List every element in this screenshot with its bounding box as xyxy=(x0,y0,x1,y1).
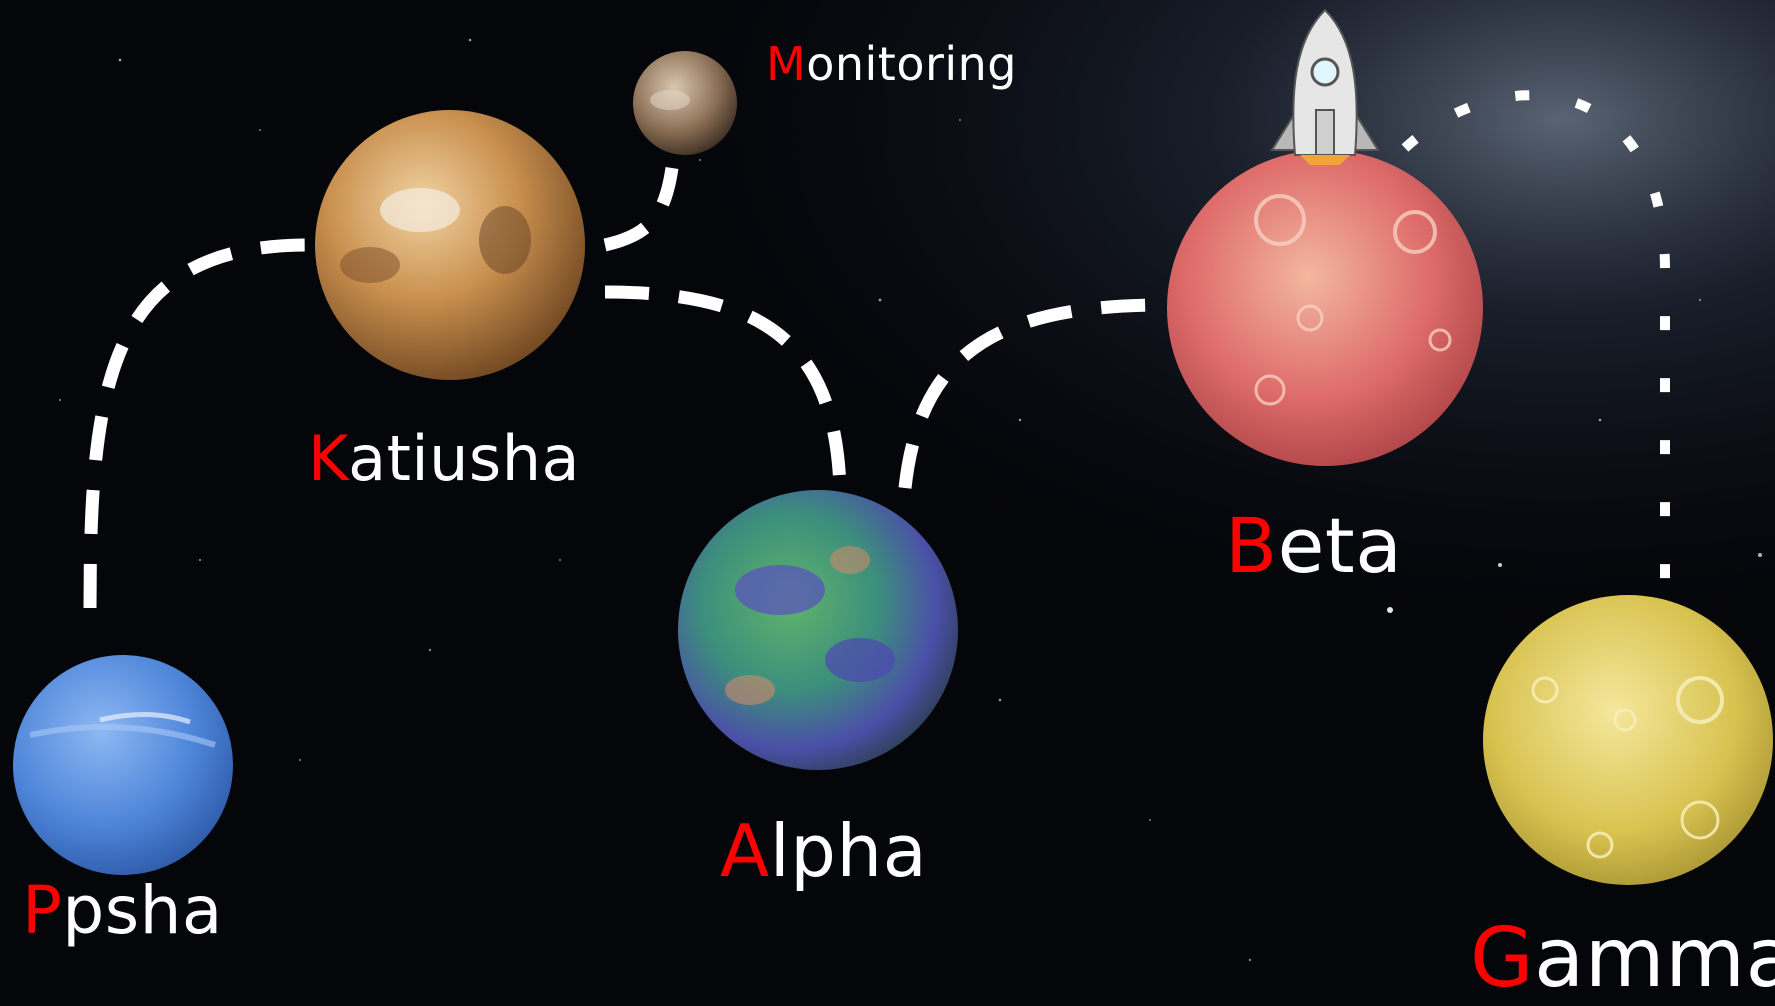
label-gamma: Gamma xyxy=(1470,918,1775,1000)
label-ppsha: Ppsha xyxy=(22,878,223,944)
label-alpha-rest: lpha xyxy=(770,809,927,893)
planet-ppsha[interactable] xyxy=(13,655,233,875)
planet-alpha[interactable] xyxy=(678,490,958,770)
planet-gamma[interactable] xyxy=(1483,595,1773,885)
label-gamma-rest: amma xyxy=(1534,911,1775,1006)
label-ppsha-rest: psha xyxy=(62,872,223,949)
label-katiusha-initial: K xyxy=(308,422,348,495)
label-katiusha-rest: atiusha xyxy=(348,422,580,495)
label-monitoring-rest: onitoring xyxy=(806,37,1017,91)
label-gamma-initial: G xyxy=(1470,911,1534,1006)
label-ppsha-initial: P xyxy=(22,872,62,949)
label-katiusha: Katiusha xyxy=(308,428,580,490)
label-monitoring: Monitoring xyxy=(766,41,1017,87)
label-alpha-initial: A xyxy=(720,809,770,893)
label-monitoring-initial: M xyxy=(766,37,806,91)
planet-katiusha[interactable] xyxy=(315,110,585,380)
planet-monitoring[interactable] xyxy=(633,51,737,155)
label-beta-initial: B xyxy=(1225,501,1278,590)
planet-beta[interactable] xyxy=(1167,150,1483,466)
label-beta-rest: eta xyxy=(1278,501,1403,590)
label-alpha: Alpha xyxy=(720,815,927,887)
label-beta: Beta xyxy=(1225,508,1402,584)
